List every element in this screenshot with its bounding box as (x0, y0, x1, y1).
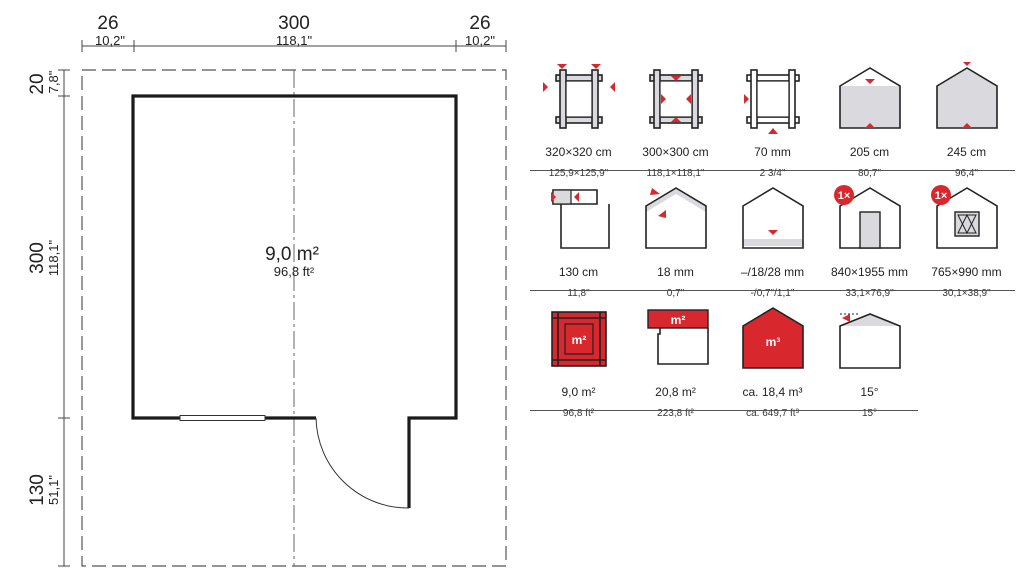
spec-roof-board-thickness: 18 mm 0,7" (627, 182, 724, 300)
spec-main: 765×990 mm (931, 265, 1002, 279)
top-dim-middle-cm: 300 (278, 13, 310, 34)
floor-area-imperial: 96,8 ft² (274, 264, 315, 279)
spec-inner-footprint: 300×300 cm 118,1×118,1" (627, 62, 724, 180)
roof-board-thickness-icon (644, 187, 707, 249)
left-dim-bottom-cm: 130 (27, 474, 48, 506)
floor-thickness-icon (741, 187, 804, 249)
spec-sub: 0,7" (666, 288, 685, 299)
ridge-height-icon (935, 62, 998, 129)
top-dim-right-cm: 26 (469, 13, 490, 34)
spec-floor-area: m² 9,0 m² 96,8 ft² (530, 302, 627, 420)
spec-sub: 33,1×76,9" (845, 288, 894, 299)
spec-main: 130 cm (558, 265, 599, 279)
spec-row-areas: m² 9,0 m² 96,8 ft² m² 20,8 m² 223,8 ft² … (530, 302, 1020, 422)
spec-sub: 30,1×38,9" (942, 288, 991, 299)
spec-roof-area: m² 20,8 m² 223,8 ft² (627, 302, 724, 420)
spec-volume: m³ ca. 18,4 m³ ca. 649,7 ft³ (724, 302, 821, 420)
spec-wall-thickness: 70 mm 2 3/4" (724, 62, 821, 180)
spec-main: 245 cm (946, 145, 987, 159)
spec-main: 320×320 cm (545, 145, 612, 159)
spec-main: –/18/28 mm (740, 265, 805, 279)
left-dim-middle-cm: 300 (27, 242, 48, 274)
spec-main: 205 cm (849, 145, 890, 159)
door-count-badge: 1× (837, 190, 850, 202)
door-swing-arc (315, 417, 410, 509)
top-dim-left-in: 10,2" (95, 33, 125, 48)
spec-row-dimensions: 320×320 cm 125,9×125,9" 300×300 cm 118,1… (530, 62, 1020, 182)
top-dim-middle-in: 118,1" (276, 33, 313, 48)
door-size-icon: 1× (833, 185, 901, 249)
spec-main: 70 mm (754, 145, 791, 159)
left-dim-top-in: 7,8" (46, 70, 61, 93)
top-dim-left-cm: 26 (97, 13, 118, 34)
volume-icon: m³ (741, 307, 804, 369)
floor-area-metric: 9,0 m² (265, 244, 319, 265)
wall-thickness-icon (743, 69, 800, 134)
spec-ridge-height: 245 cm 96,4" (918, 62, 1015, 180)
spec-sub: 125,9×125,9" (548, 168, 609, 179)
spec-sub: 118,1×118,1" (646, 168, 705, 179)
wall-outline (131, 94, 458, 508)
row-divider (530, 170, 1015, 171)
volume-icon-label: m³ (765, 335, 780, 349)
floor-area-icon: m² (550, 311, 607, 367)
spec-outer-footprint: 320×320 cm 125,9×125,9" (530, 62, 627, 180)
roof-area-icon: m² (646, 309, 709, 365)
side-wall-height-icon (838, 67, 901, 129)
spec-floor-thickness: –/18/28 mm -/0,7"/1,1" (724, 182, 821, 300)
roof-area-icon-label: m² (670, 313, 685, 327)
spec-window-size: 1× 765×990 mm 30,1×38,9" (918, 182, 1015, 300)
spec-main: 18 mm (657, 265, 694, 279)
spec-sub: 2 3/4" (759, 168, 786, 179)
spec-sub: -/0,7"/1,1" (750, 288, 795, 299)
spec-sub: 15° (861, 408, 878, 419)
spec-main: 840×1955 mm (830, 265, 909, 279)
inner-footprint-icon (648, 69, 703, 129)
spec-main: 15° (860, 385, 879, 399)
spec-main: 9,0 m² (561, 385, 596, 399)
window-size-icon: 1× (930, 185, 998, 249)
left-dim-bottom-in: 51,1" (46, 475, 61, 505)
spec-sub: 11,8" (567, 288, 590, 299)
spec-side-wall-height: 205 cm 80,7" (821, 62, 918, 180)
spec-main: 20,8 m² (655, 385, 696, 399)
left-dim-middle-in: 118,1" (46, 240, 61, 277)
floor-area-icon-label: m² (571, 333, 586, 347)
roof-overhang-icon (550, 189, 610, 249)
row-divider (530, 410, 918, 411)
front-window (179, 415, 266, 421)
spec-sub: 96,8 ft² (562, 408, 595, 419)
spec-roof-pitch: 15° 15° (821, 302, 918, 420)
top-dim-right-in: 10,2" (465, 33, 495, 48)
floor-plan: 26 10,2" 300 118,1" 26 10,2" 20 7,8" 300… (27, 13, 507, 567)
outer-footprint-icon (542, 64, 615, 129)
top-dimension-line (81, 40, 507, 52)
spec-sub: 80,7" (857, 168, 881, 179)
row-divider (530, 290, 1015, 291)
spec-sub: ca. 649,7 ft³ (746, 408, 799, 419)
spec-row-details: 130 cm 11,8" 18 mm 0,7" –/18/28 mm (530, 182, 1020, 302)
spec-sub: 96,4" (954, 168, 978, 179)
spec-sub: 223,8 ft² (657, 408, 694, 419)
spec-roof-overhang: 130 cm 11,8" (530, 182, 627, 300)
spec-main: 300×300 cm (642, 145, 709, 159)
left-dim-top-cm: 20 (27, 73, 48, 94)
roof-pitch-icon (838, 313, 901, 369)
window-count-badge: 1× (934, 190, 947, 202)
left-dimension-line (58, 69, 70, 567)
spec-table: 320×320 cm 125,9×125,9" 300×300 cm 118,1… (530, 62, 1020, 422)
spec-door-size: 1× 840×1955 mm 33,1×76,9" (821, 182, 918, 300)
spec-main: ca. 18,4 m³ (742, 385, 803, 399)
